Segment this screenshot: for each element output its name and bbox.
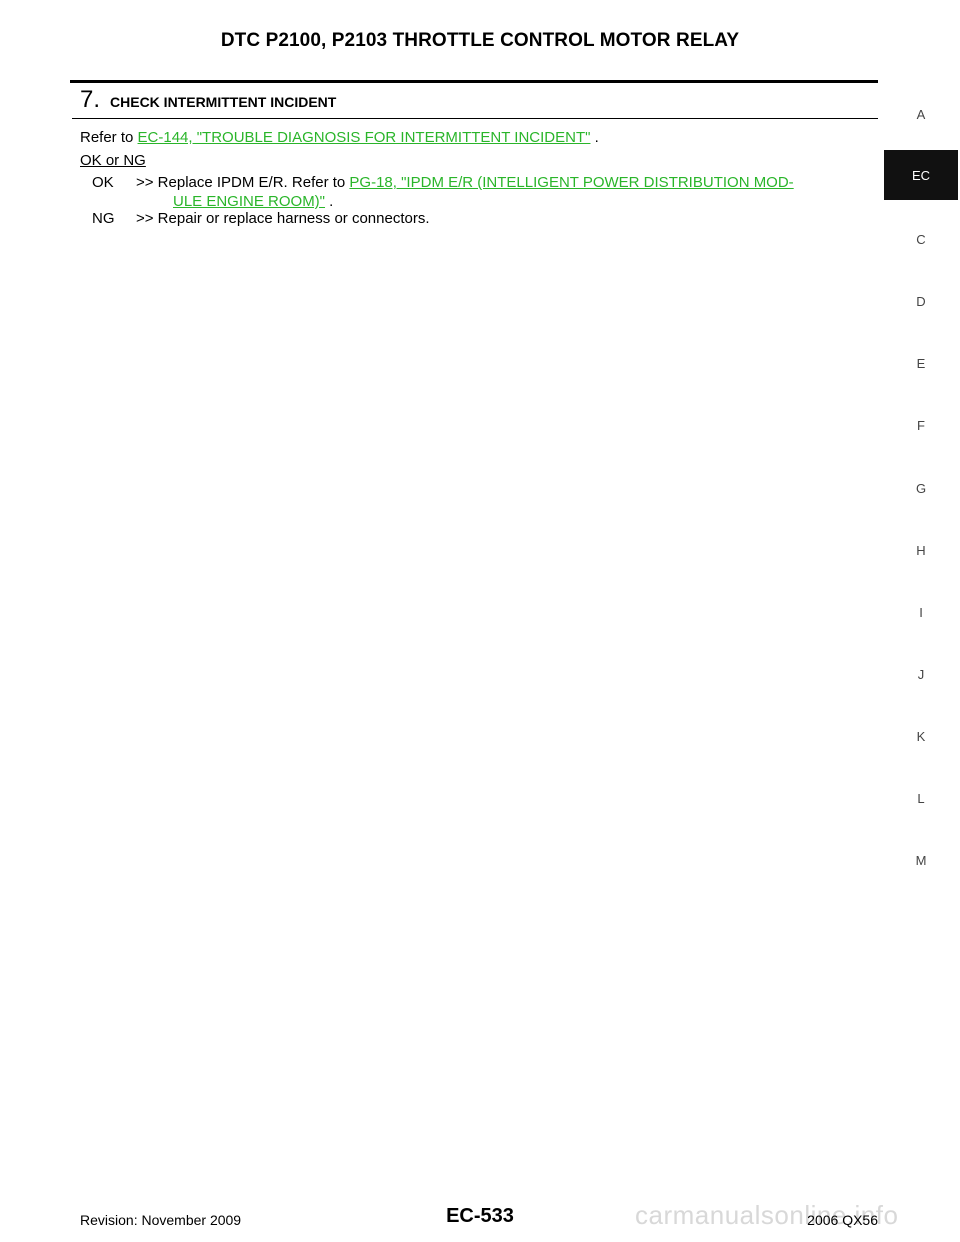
step-number: 7. — [80, 86, 101, 113]
footer-revision: Revision: November 2009 — [80, 1212, 242, 1228]
title-rule — [70, 80, 878, 83]
side-index-i[interactable]: I — [919, 605, 923, 620]
result-ok-suffix: . — [325, 193, 334, 210]
side-index-g[interactable]: G — [915, 481, 927, 496]
refer-prefix: Refer to — [80, 129, 138, 146]
step-heading: 7. CHECK INTERMITTENT INCIDENT — [80, 86, 336, 116]
step-rule — [72, 118, 878, 119]
step-title: CHECK INTERMITTENT INCIDENT — [110, 94, 337, 110]
footer-model: 2006 QX56 — [807, 1212, 878, 1228]
side-index-m[interactable]: M — [915, 853, 927, 868]
result-ng-text: >> Repair or replace harness or connecto… — [136, 210, 430, 227]
page-title: DTC P2100, P2103 THROTTLE CONTROL MOTOR … — [220, 30, 740, 51]
side-index-l[interactable]: L — [917, 791, 925, 806]
result-ok-continuation: ULE ENGINE ROOM)" . — [173, 193, 333, 210]
side-index-a[interactable]: A — [916, 107, 926, 122]
result-ok-link[interactable]: PG-18, "IPDM E/R (INTELLIGENT POWER DIST… — [349, 174, 794, 191]
footer-page-code: EC-533 — [446, 1205, 514, 1227]
result-ng-key: NG — [92, 210, 115, 227]
refer-line: Refer to EC-144, "TROUBLE DIAGNOSIS FOR … — [80, 129, 599, 146]
result-ok-link-cont[interactable]: ULE ENGINE ROOM)" — [173, 193, 326, 210]
result-ok-key: OK — [92, 174, 114, 191]
refer-link[interactable]: EC-144, "TROUBLE DIAGNOSIS FOR INTERMITT… — [137, 129, 591, 146]
refer-suffix: . — [590, 129, 599, 146]
result-ok-text: >> Replace IPDM E/R. Refer to — [136, 174, 350, 191]
ok-ng-heading: OK or NG — [80, 152, 146, 169]
side-index-j[interactable]: J — [917, 667, 925, 682]
side-index-d[interactable]: D — [916, 294, 926, 309]
side-index-ec[interactable]: EC — [884, 150, 958, 200]
watermark: carmanualsonline.info — [635, 1200, 899, 1230]
side-index-f[interactable]: F — [917, 418, 925, 433]
result-ok-row: OK >> Replace IPDM E/R. Refer to PG-18, "… — [92, 174, 794, 191]
side-index-h[interactable]: H — [916, 543, 926, 558]
side-index-k[interactable]: K — [916, 729, 926, 744]
result-ng-row: NG >> Repair or replace harness or connec… — [92, 210, 430, 227]
side-index-c[interactable]: C — [916, 232, 926, 247]
side-index-e[interactable]: E — [916, 356, 926, 371]
